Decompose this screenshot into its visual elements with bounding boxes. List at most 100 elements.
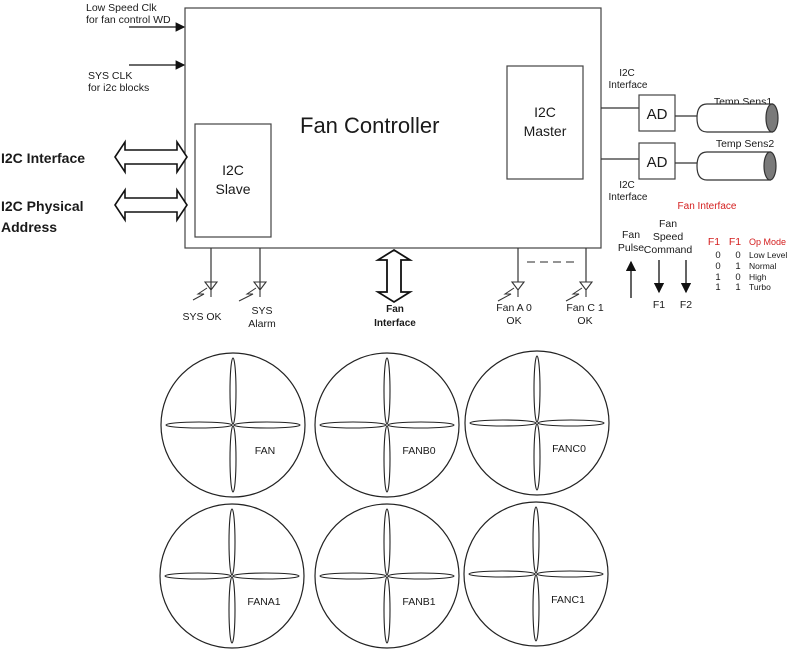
table-header: F1 (708, 236, 720, 248)
fan-housing-icon (463, 501, 609, 647)
fan-blade-icon (228, 576, 236, 644)
table-row: 1 0 High (715, 272, 766, 283)
antenna-icon (203, 281, 219, 297)
low-speed-clk-sublabel: for fan control WD (86, 14, 171, 26)
table-cell: 1 (735, 261, 740, 272)
lightning-icon (238, 287, 257, 302)
table-header: F1 (729, 236, 741, 248)
fan-fan: FAN (160, 352, 306, 498)
fan-blade-icon (537, 419, 605, 427)
fan-label: FANC0 (552, 443, 586, 455)
fan-blade-icon (533, 355, 541, 423)
table-cell: 1 (735, 282, 740, 293)
low-speed-clk-input: Low Speed Clk for fan control WD (86, 2, 197, 35)
ad-converter-2 (638, 142, 676, 180)
fan-blade-icon (233, 421, 301, 429)
fan-blade-icon (229, 357, 237, 425)
fan-c1-ok-output: Fan C 1 OK (565, 248, 604, 327)
lightning-icon (192, 287, 208, 301)
sys-alarm-label: SYS (251, 305, 272, 317)
fan-pulse-label: Fan (622, 229, 640, 241)
fan-c1-ok-label-2: OK (577, 315, 592, 327)
fan-fanc0: FANC0 (464, 350, 610, 496)
i2c-master-block (506, 65, 584, 180)
antenna-icon (578, 281, 594, 297)
temp-sensor-2: Temp Sens2 (696, 138, 777, 181)
fan-fanb1: FANB1 (314, 503, 460, 649)
table-cell: Normal (749, 261, 777, 271)
sys-ok-output: SYS OK (182, 248, 222, 323)
fan-housing-icon (160, 352, 306, 498)
fan-label: FANB0 (402, 445, 435, 457)
fan-blade-icon (387, 572, 455, 580)
i2c-interface-top-label-2: Interface (609, 80, 648, 91)
table-row: 1 1 Turbo (715, 282, 771, 293)
table-cell: 1 (715, 272, 720, 283)
antenna-icon (510, 281, 526, 297)
table-cell: 1 (715, 282, 720, 293)
i2c-interface-top-label: I2C (619, 68, 635, 79)
i2c-interface-bottom-label: I2C (619, 180, 635, 191)
lightning-icon (497, 287, 515, 302)
lightning-icon (565, 287, 583, 302)
fan-label: FANB1 (402, 596, 435, 608)
ad2-label: AD (647, 154, 668, 171)
fan-blade-icon (319, 421, 387, 429)
fan-speed-command-label-2: Speed (653, 231, 684, 243)
fan-housing-icon (314, 352, 460, 498)
i2c-slave-label-2: Slave (215, 181, 250, 197)
table-row: 0 0 Low Level (715, 250, 787, 261)
i2c-interface-label: I2C Interface (1, 150, 85, 166)
fan-label: FANA1 (247, 596, 280, 608)
fan-interface-label: Fan (386, 304, 404, 315)
i2c-address-arrow-icon (114, 187, 188, 223)
fan-label: FANC1 (551, 594, 585, 606)
fan-controller-title: Fan Controller (300, 113, 439, 138)
fan-interface-output: Fan Interface (374, 248, 416, 329)
fan-blade-icon (383, 576, 391, 644)
fan-interface-heading: Fan Interface (678, 201, 737, 212)
table-cell: High (749, 272, 767, 282)
fan-interface-arrow-icon (374, 248, 414, 304)
sys-clk-input: SYS CLK for i2c blocks (88, 57, 197, 94)
fan-pulse-label-2: Pulse (618, 242, 644, 254)
fan-blade-icon (229, 425, 237, 493)
i2c-slave-label: I2C (222, 162, 244, 178)
sys-alarm-label-2: Alarm (248, 318, 276, 330)
low-speed-clk-label: Low Speed Clk (86, 2, 157, 14)
fan-blade-icon (383, 357, 391, 425)
fan-blade-icon (469, 419, 537, 427)
fan-blade-icon (319, 572, 387, 580)
sys-ok-label: SYS OK (182, 311, 221, 323)
f2-label: F2 (680, 299, 692, 311)
fan-housing-icon (159, 503, 305, 649)
fan-fanb0: FANB0 (314, 352, 460, 498)
fan-blade-icon (536, 570, 604, 578)
table-cell: Turbo (749, 282, 771, 292)
fan-blade-icon (387, 421, 455, 429)
i2c-master-label: I2C (534, 104, 556, 120)
sys-alarm-output: SYS Alarm (238, 248, 276, 330)
sys-clk-label: SYS CLK (88, 70, 132, 82)
i2c-master-label-2: Master (524, 123, 567, 139)
table-cell: 0 (715, 250, 720, 261)
fan-blade-icon (533, 423, 541, 491)
fan-speed-command-label: Fan (659, 218, 677, 230)
fan-interface-label-2: Interface (374, 318, 416, 329)
fan-label: FAN (255, 445, 275, 457)
table-cell: Low Level (749, 250, 787, 260)
i2c-physical-address-label-2: Address (1, 219, 57, 235)
temp-sensor-1: Temp Sens1 (696, 96, 779, 133)
i2c-interface-arrow-icon (114, 139, 188, 175)
fan-blade-icon (468, 570, 536, 578)
i2c-interface-bottom-label-2: Interface (609, 192, 648, 203)
fan-blade-icon (165, 421, 233, 429)
temp-sens2-label: Temp Sens2 (716, 138, 775, 150)
ad-converter-1 (638, 94, 676, 132)
f1-label: F1 (653, 299, 665, 311)
ad1-label: AD (647, 106, 668, 123)
cylinder-icon (696, 151, 771, 181)
fan-blade-icon (532, 506, 540, 574)
